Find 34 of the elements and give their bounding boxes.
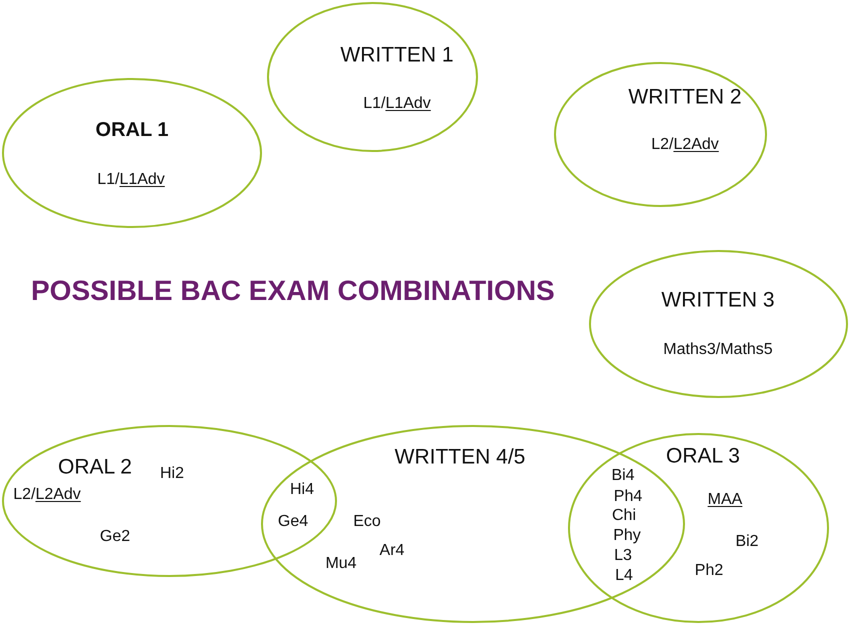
- set-ellipse: [589, 250, 848, 398]
- subject-code: MAA: [708, 492, 742, 508]
- subject-code: Ph4: [614, 489, 642, 505]
- subject-code: Mu4: [325, 556, 357, 572]
- subject-code: Bi4: [611, 468, 635, 484]
- set-heading: WRITTEN 4/5: [394, 446, 526, 468]
- set-heading: WRITTEN 3: [661, 290, 775, 310]
- subject-code: Ge2: [100, 529, 130, 545]
- subject-code: Ph2: [694, 563, 724, 579]
- subject-code: L2/L2Adv: [13, 487, 81, 503]
- set-ellipse: [267, 2, 478, 152]
- subject-code: L3: [614, 548, 632, 564]
- subject-code: L2/L2Adv: [651, 137, 719, 153]
- set-heading: ORAL 2: [58, 456, 132, 478]
- diagram-title: POSSIBLE BAC EXAM COMBINATIONS: [31, 275, 555, 307]
- subject-code: L4: [615, 568, 633, 584]
- subject-code: Maths3/Maths5: [663, 342, 773, 358]
- subject-code: Phy: [613, 528, 641, 544]
- set-heading: ORAL 1: [96, 120, 168, 140]
- set-heading: ORAL 3: [666, 446, 740, 466]
- subject-code: Hi2: [160, 466, 184, 482]
- subject-code: L1/L1Adv: [97, 172, 165, 188]
- subject-code: Ar4: [380, 543, 404, 559]
- set-heading: WRITTEN 2: [628, 86, 742, 108]
- set-ellipse: [2, 78, 262, 228]
- subject-code: Chi: [612, 508, 636, 524]
- set-ellipse: [568, 433, 829, 623]
- set-heading: WRITTEN 1: [340, 44, 454, 66]
- subject-code: Ge4: [278, 514, 308, 530]
- subject-code: Bi2: [735, 534, 759, 550]
- set-ellipse: [554, 62, 767, 207]
- subject-code: Eco: [353, 514, 381, 530]
- subject-code: L1/L1Adv: [363, 96, 431, 112]
- subject-code: Hi4: [290, 482, 314, 498]
